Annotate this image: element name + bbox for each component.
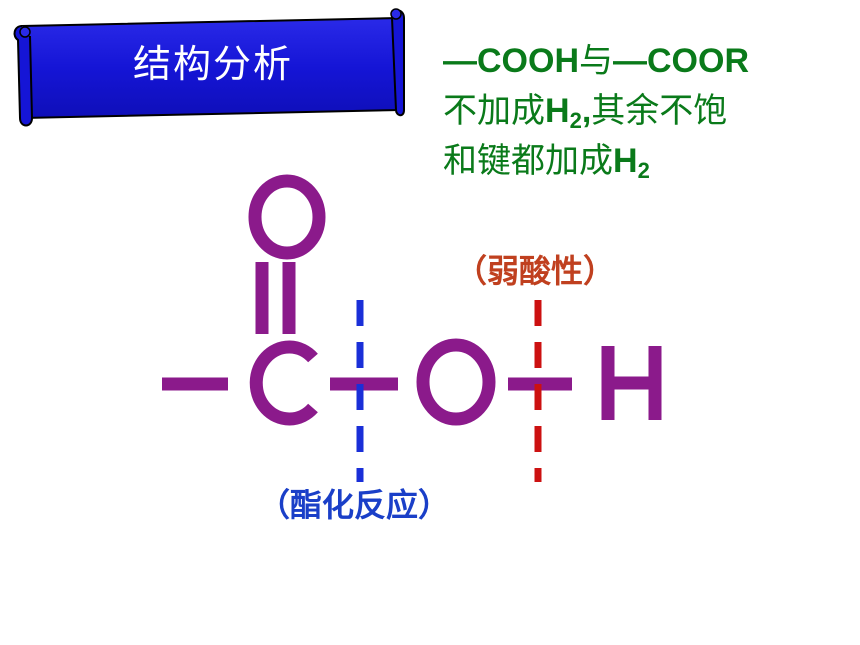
note-h-subscript-1: 2 [569,108,582,133]
note-bonds-add: 和键都加成 [443,141,613,181]
weak-acid-label: （弱酸性） [455,252,616,290]
carbonyl-oxygen-ring [248,174,326,260]
banner-left-curl [19,26,31,38]
banner-title: 结构分析 [132,42,293,86]
note-no-addition: 不加成 [443,91,545,131]
esterification-label: （酯化反应） [258,486,451,524]
title-banner [13,8,405,127]
note-line-3: 和键都加成H2 [443,136,848,186]
note-h-symbol-2: H [613,142,638,180]
banner-right-curl [390,8,402,20]
note-rest-unsaturated: 其余不饱 [591,91,728,131]
hydroxyl-oxygen-ring [416,338,496,426]
note-line-2: 不加成H2,其余不饱 [443,86,848,136]
note-comma: , [581,92,592,130]
note-h-subscript-2: 2 [637,158,650,183]
reaction-note: —COOH与—COOR 不加成H2,其余不饱 和键都加成H2 [443,36,848,186]
banner-left-roll [13,25,34,127]
note-h-symbol-1: H [545,92,570,130]
note-coor-group: —COOR [613,42,749,80]
note-line-1: —COOH与—COOR [443,36,848,86]
note-and: 与 [579,41,613,81]
carbon-letter [249,340,318,426]
note-cooh-group: —COOH [443,42,579,80]
